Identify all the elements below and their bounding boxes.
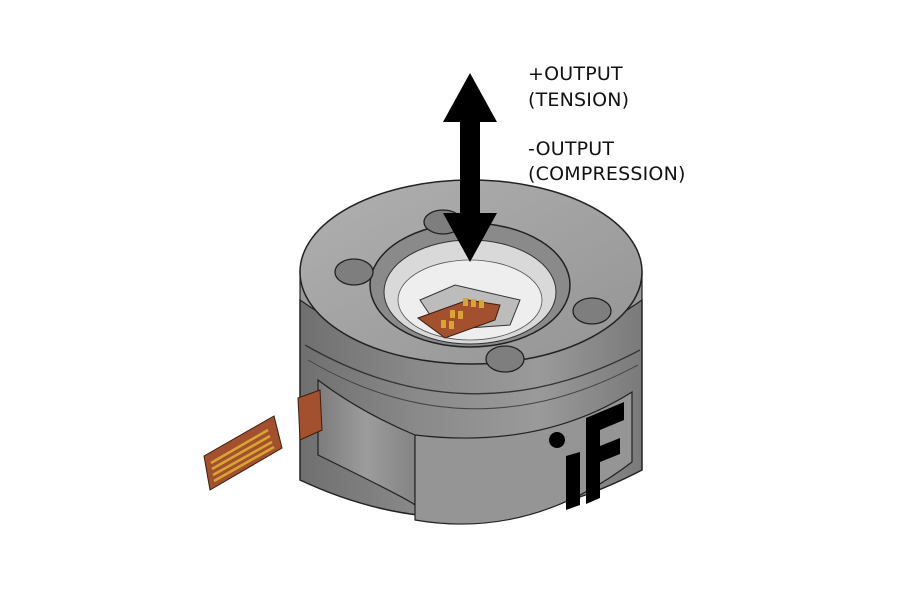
flex-cable-contacts <box>210 428 275 483</box>
compression-label: (COMPRESSION) <box>528 163 686 185</box>
flex-cable-tail <box>203 389 323 491</box>
positive-output-label: +OUTPUT <box>528 63 623 85</box>
negative-output-label: -OUTPUT <box>528 138 615 160</box>
strain-gauge-pads <box>441 298 484 329</box>
brand-logo-icon <box>549 402 624 510</box>
load-cell-body <box>299 179 643 525</box>
double-arrow-icon <box>443 73 497 262</box>
mounting-hole-4 <box>485 345 525 373</box>
mounting-hole-3 <box>572 297 612 325</box>
tension-label: (TENSION) <box>528 89 630 111</box>
mounting-hole-2 <box>334 258 374 286</box>
